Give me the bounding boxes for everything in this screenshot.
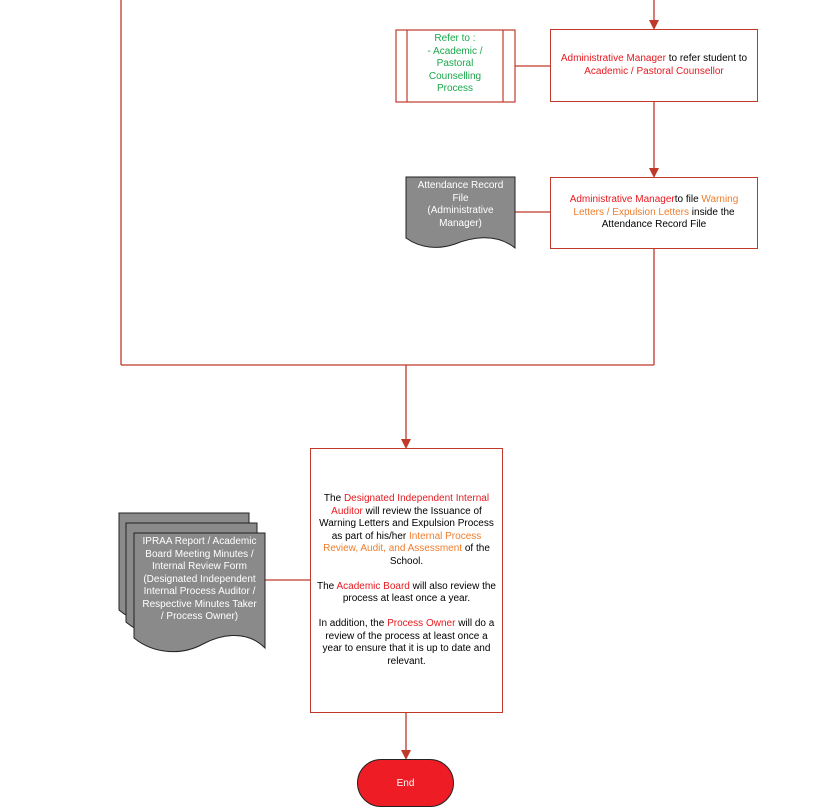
refer-line-3: Pastoral [436,58,474,69]
end-label: End [396,777,415,789]
refer-process-shape [395,29,516,103]
refer-step-mid: to refer student to [665,53,748,64]
file-step-docs: Warning Letters / Expulsion Letters [573,194,739,218]
review-p1-c: of the School. [389,543,490,567]
attendance-line-1: Attendance Record [417,180,504,191]
review-p3-role: Process Owner [387,618,456,629]
attendance-line-4: Manager) [439,217,482,229]
ipraa-line-5: Internal Process Auditor / [143,586,256,597]
ipraa-line-1: IPRAA Report / Academic [142,536,257,547]
review-p2-a: The [317,580,337,592]
review-p1-process: Internal Process Review, Audit, and Asse… [323,530,482,555]
ipraa-line-3: Internal Review Form [151,561,248,572]
end-terminal[interactable]: End [357,759,454,807]
file-step-mid: to file [674,194,702,206]
review-p1-b: will review the Issuance of Warning Lett… [319,505,494,542]
ipraa-line-2: Board Meeting Minutes / [145,548,254,560]
review-step[interactable]: The Designated Independent Internal Audi… [310,448,503,713]
refer-line-5: Process [436,83,474,94]
ipraa-doc-stack [118,512,266,653]
refer-step-target: Academic / Pastoral Counsellor [584,65,724,77]
ipraa-line-7: / Process Owner) [160,611,239,622]
review-paragraph-1: The Designated Independent Internal Audi… [316,493,497,568]
ipraa-line-6: Respective Minutes Taker [142,598,257,610]
file-step-role: Administrative Manager [569,194,675,206]
refer-process-box[interactable]: Refer to : - Academic / Pastoral Counsel… [407,33,503,96]
refer-line-1: Refer to : [434,33,476,44]
ipraa-doc[interactable]: IPRAA Report / Academic Board Meeting Mi… [134,536,265,624]
ipraa-line-4: (Designated Independent [143,573,256,585]
review-p1-a: The [323,493,344,504]
attendance-doc-shape [405,176,516,250]
file-step-tail: inside the Attendance Record File [601,206,735,231]
review-p2-b: will also review the process at least on… [342,580,496,605]
review-paragraph-3: In addition, the Process Owner will do a… [316,618,497,668]
attendance-line-3: (Administrative [427,205,494,216]
refer-line-4: Counselling [428,70,482,82]
review-p3-b: will do a review of the process at least… [322,618,495,667]
review-p1-role: Designated Independent Internal Auditor [331,493,490,517]
review-p2-role: Academic Board [336,580,410,592]
file-letters-step[interactable]: Administrative Managerto file Warning Le… [550,177,758,249]
review-p3-a: In addition, the [318,618,388,629]
refer-line-2: - Academic / [427,45,483,57]
review-paragraph-2: The Academic Board will also review the … [316,581,497,606]
attendance-doc[interactable]: Attendance Record File (Administrative M… [406,180,515,230]
attendance-line-2: File [452,192,469,204]
refer-step-role: Administrative Manager [560,53,666,64]
refer-student-step[interactable]: Administrative Manager to refer student … [550,29,758,102]
